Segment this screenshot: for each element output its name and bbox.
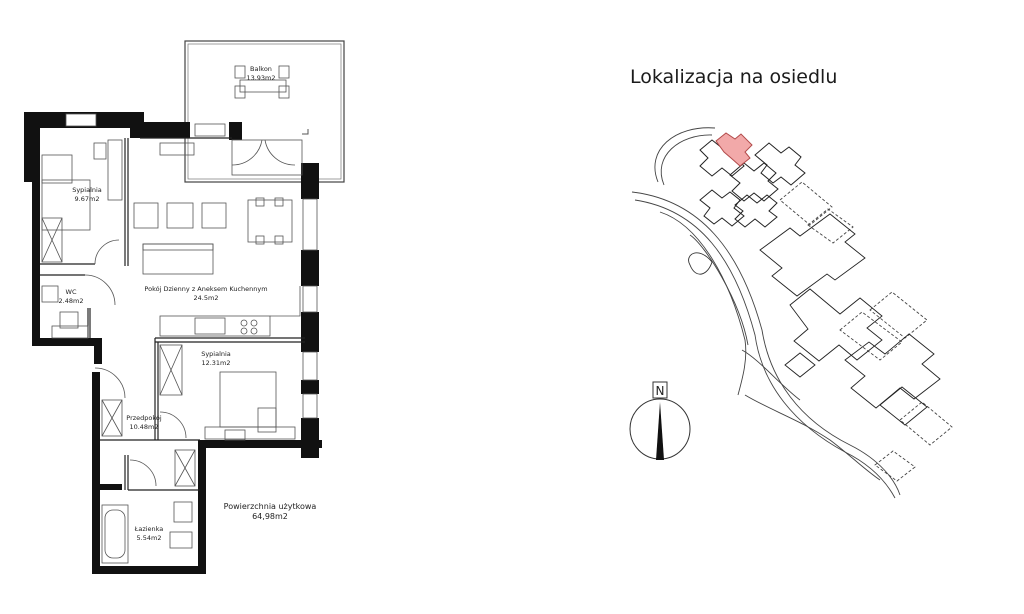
room-area-pokoj-dzienny: 24.5m2: [194, 294, 219, 302]
site-map: [631, 127, 953, 499]
room-name-lazienka: Łazienka: [134, 525, 164, 533]
compass-label-box: [652, 381, 668, 399]
compass: N: [629, 381, 691, 460]
compass-needle-icon: [656, 402, 664, 460]
room-area-lazienka: 5.54m2: [137, 534, 162, 542]
room-area-balkon: 13.93m2: [246, 74, 275, 82]
room-area-wc: 2.48m2: [59, 297, 84, 305]
site-title: Lokalizacja na osiedlu: [630, 66, 837, 88]
room-area-przedpokoj: 10.48m2: [129, 423, 158, 431]
balcony: [184, 40, 345, 183]
doors: [84, 139, 303, 487]
room-area-sypialnia-1: 9.67m2: [75, 195, 100, 203]
balcony-table-icon: [234, 65, 290, 99]
large-buildings: [759, 213, 941, 426]
buildings: [699, 139, 806, 228]
floor-plan: Balkon 13.93m2 Sypialnia 9.67m2 WC 2.48m…: [24, 40, 345, 574]
compass-north-label: N: [656, 384, 665, 398]
room-name-sypialnia-2: Sypialnia: [201, 350, 231, 358]
interior-walls: [40, 137, 305, 491]
furniture: [41, 139, 301, 564]
room-name-pokoj-dzienny: Pokój Dzienny z Aneksem Kuchennym: [144, 285, 267, 293]
windows: [65, 113, 318, 419]
building-outlines: [779, 181, 953, 482]
corner-mark: [302, 129, 309, 135]
room-name-przedpokoj: Przedpokój: [126, 414, 162, 422]
room-name-wc: WC: [66, 288, 77, 296]
roads: [631, 127, 901, 499]
room-name-sypialnia-1: Sypialnia: [72, 186, 102, 194]
highlighted-unit: [715, 132, 753, 167]
exterior-walls: [24, 112, 322, 574]
room-labels: Balkon 13.93m2 Sypialnia 9.67m2 WC 2.48m…: [59, 65, 317, 542]
room-area-sypialnia-2: 12.31m2: [201, 359, 230, 367]
pond: [688, 252, 713, 275]
total-area-value: 64,98m2: [252, 512, 288, 521]
room-name-balkon: Balkon: [250, 65, 272, 73]
total-area-label: Powierzchnia użytkowa: [224, 502, 317, 511]
